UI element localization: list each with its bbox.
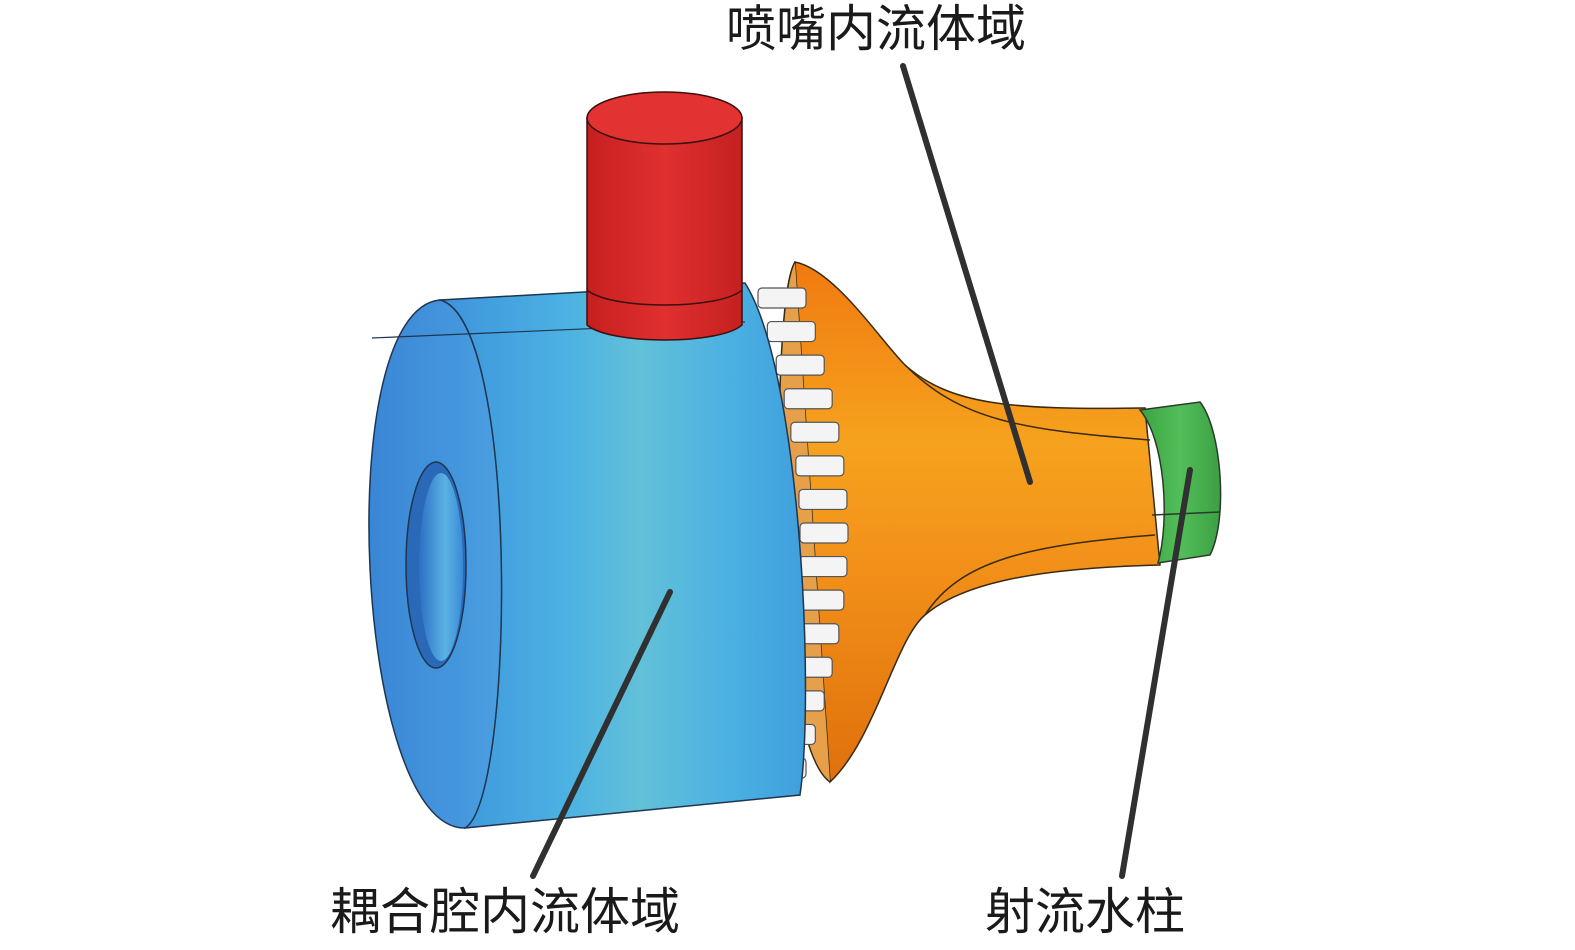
nozzle-fluid-domain-label: 喷嘴内流体域 [726,0,1026,58]
inlet-pipe [586,91,743,341]
transducer-rod [783,388,833,410]
cavity-leader-line [530,589,673,879]
jet-water-column-label: 射流水柱 [985,883,1185,941]
nozzle-fluid-domain [778,261,1161,784]
transducer-rod [798,488,848,511]
transducer-rod [798,555,848,578]
transducer-rod [766,320,816,343]
transducer-rod [757,287,807,309]
transducer-rod [790,421,840,443]
coupling-cavity-fluid-domain-label: 耦合腔内流体域 [330,883,680,941]
transducer-rod [775,354,825,376]
transducer-rod [799,522,849,544]
nozzle-leader-line [900,63,1033,485]
jet-leader-line [1119,467,1193,879]
coupling-cavity-fluid-domain [368,282,807,829]
jet-water-column [1138,401,1222,564]
transducer-rod [795,455,845,477]
leader-lines [530,63,1193,879]
